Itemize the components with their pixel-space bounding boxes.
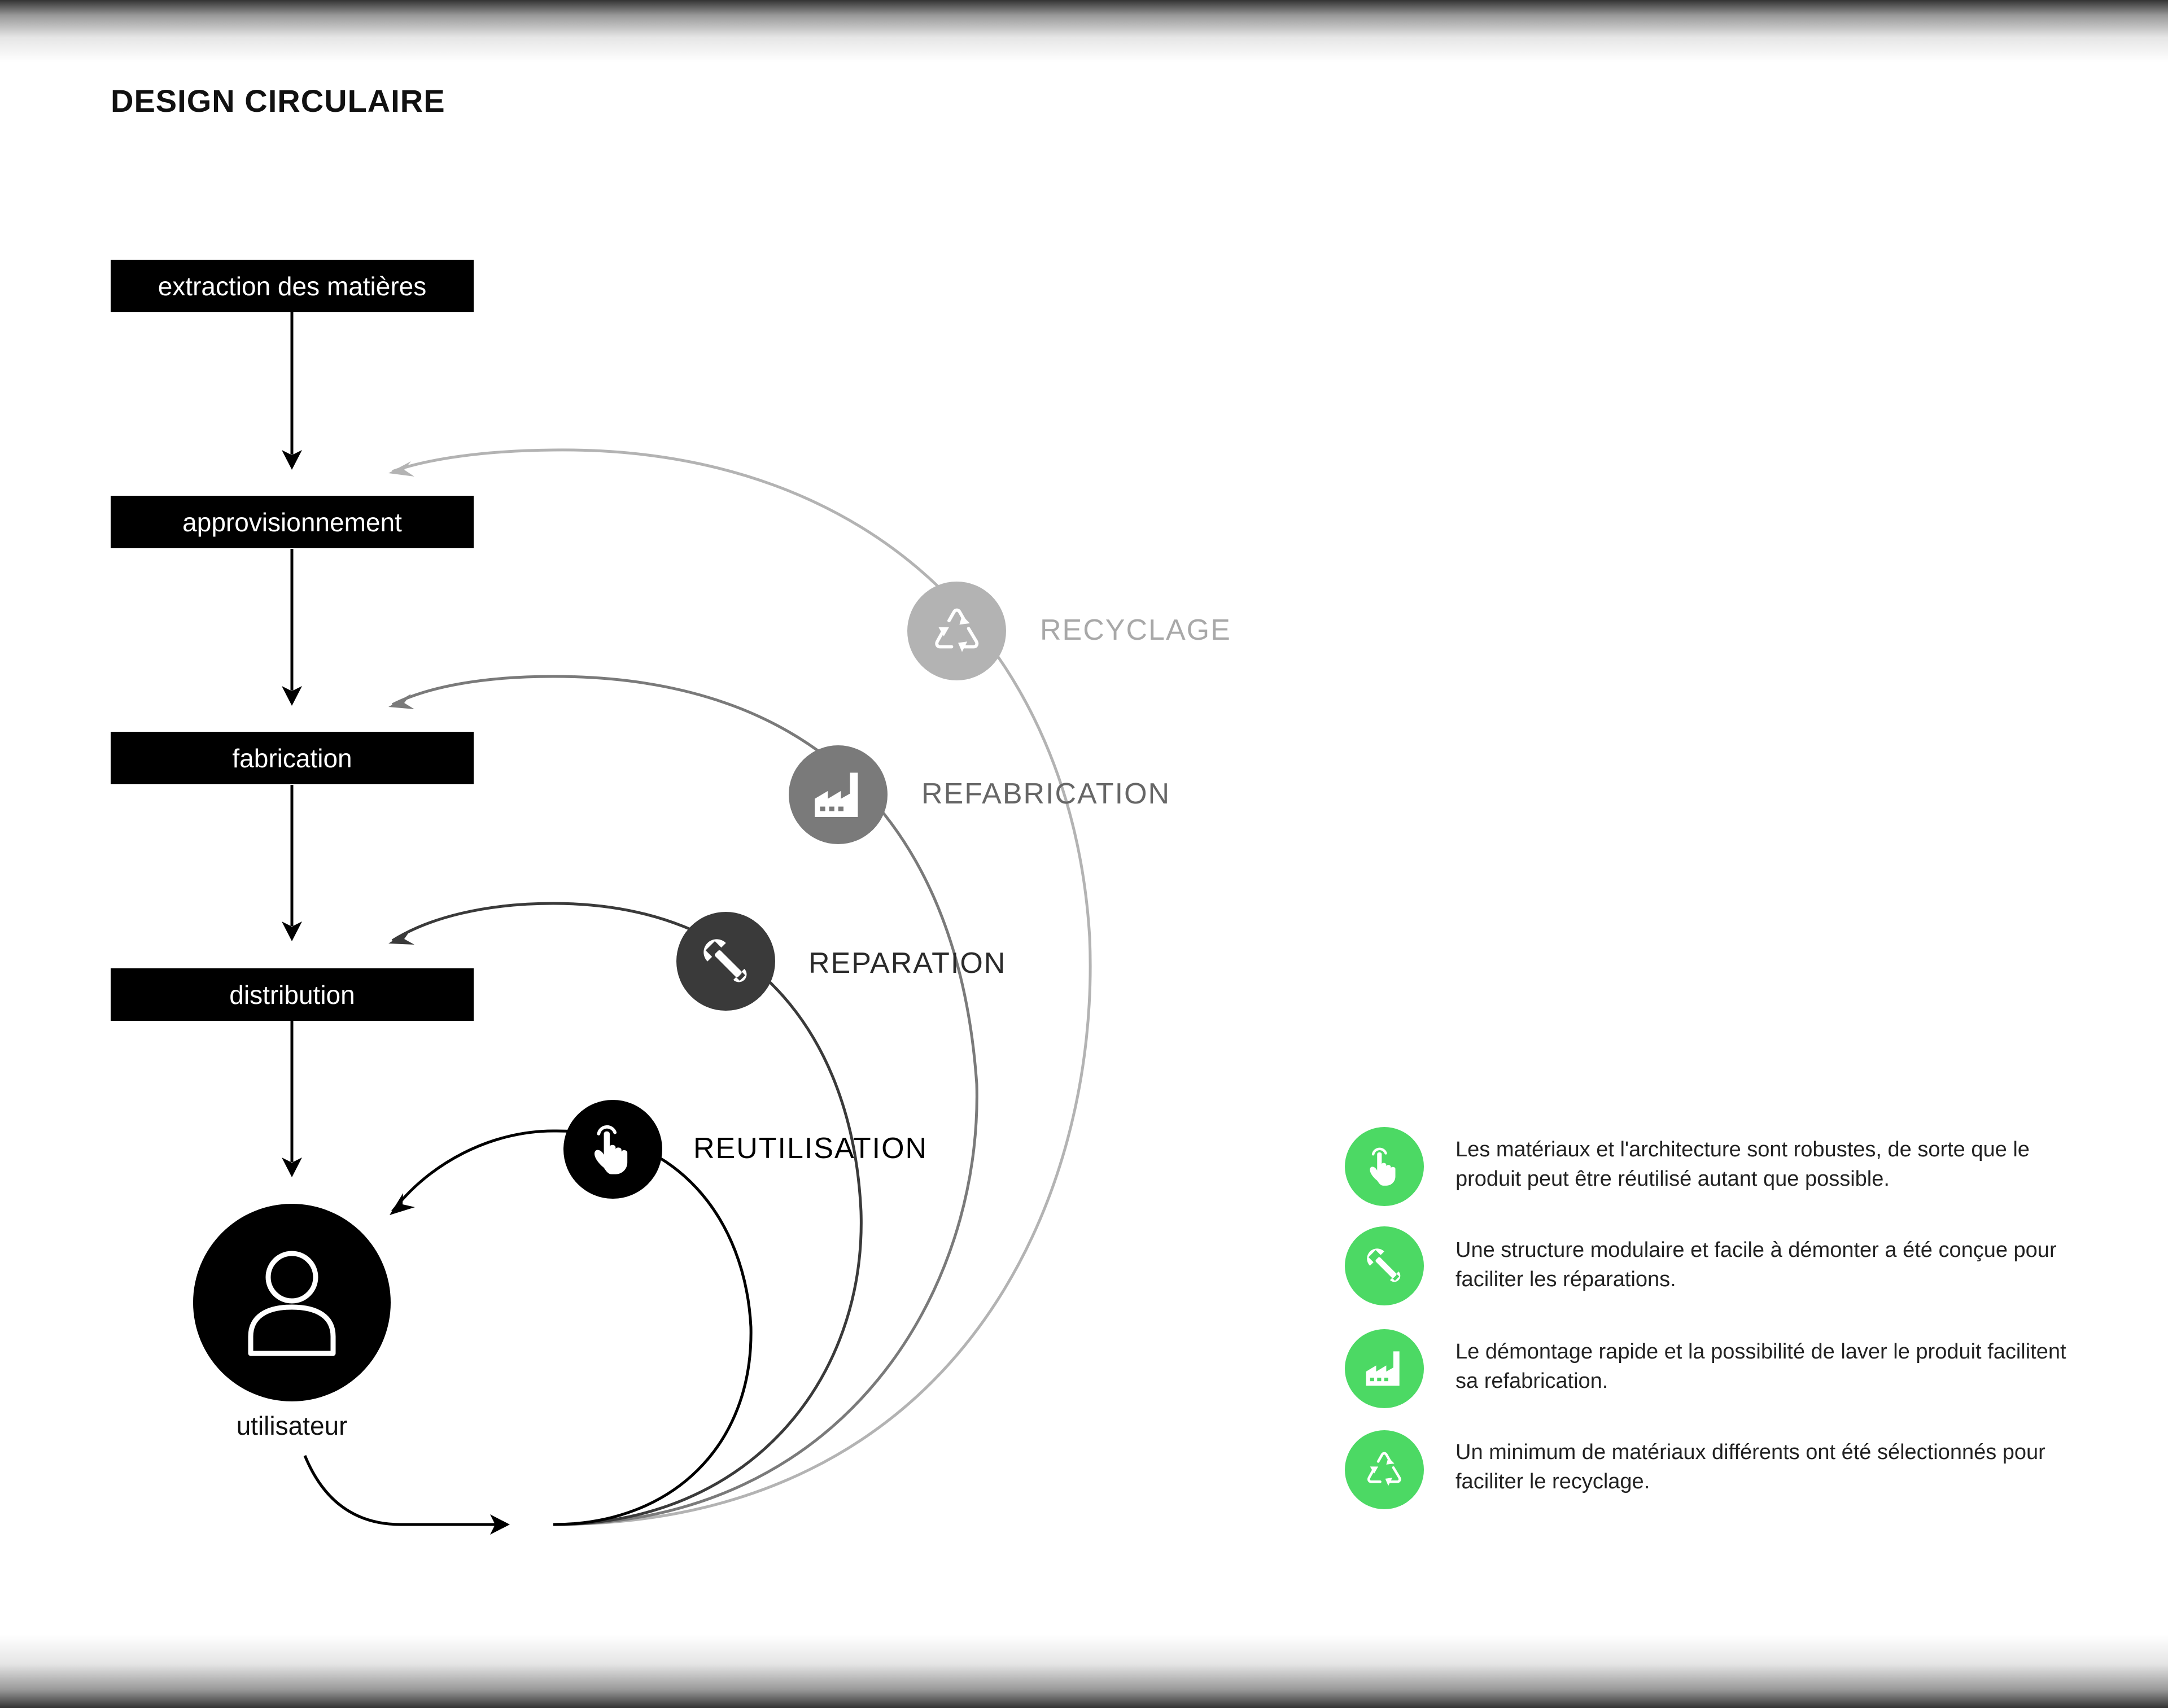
cycle-label-reutilisation: REUTILISATION: [693, 1132, 928, 1165]
cycle-icon-reparation: [676, 912, 775, 1011]
step-fabrication: fabrication: [111, 732, 474, 784]
recycle-icon: [935, 608, 978, 652]
loop-arc-reutilisation: [391, 1129, 753, 1526]
step-approvisionnement: approvisionnement: [111, 496, 474, 548]
hand-pointer-icon: [1370, 1147, 1396, 1186]
hand-pointer-icon: [594, 1125, 627, 1174]
factory-icon: [814, 772, 858, 817]
recycle-icon: [1367, 1452, 1401, 1486]
loop-arrow-heads: [388, 461, 415, 1215]
user-avatar: [193, 1204, 391, 1401]
cycle-icon-reutilisation: [563, 1100, 662, 1199]
cycle-label-recyclage: RECYCLAGE: [1040, 614, 1231, 646]
legend-text-reparation: Une structure modulaire et facile à démo…: [1455, 1238, 2057, 1291]
wrench-icon: [703, 939, 747, 982]
factory-icon: [1366, 1351, 1400, 1386]
legend-icon-reutilisation: [1345, 1127, 1424, 1206]
loop-arc-recyclage: [392, 448, 1092, 1526]
loop-arc-reparation: [391, 902, 863, 1526]
arrow-user-to-loop-start-head: [490, 1514, 510, 1535]
cycle-label-refabrication: REFABRICATION: [921, 777, 1171, 810]
page-title: DESIGN CIRCULAIRE: [111, 83, 445, 119]
bottom-shadow-edge: [0, 1635, 2168, 1708]
legend-text-recyclage: Un minimum de matériaux différents ont é…: [1455, 1440, 2045, 1493]
user-icon: [248, 1251, 336, 1356]
user-label: utilisateur: [236, 1411, 348, 1440]
top-shadow-edge: [0, 0, 2168, 62]
cycle-icon-recyclage: [907, 582, 1006, 680]
arrow-user-to-loop-start: [303, 1455, 496, 1526]
wrench-icon: [1367, 1248, 1401, 1282]
legend-icon-refabrication: [1345, 1329, 1424, 1408]
legend-text-refabrication: Le démontage rapide et la possibilité de…: [1455, 1340, 2066, 1393]
legend-icon-recyclage: [1345, 1430, 1424, 1509]
legend-text-reutilisation: Les matériaux et l'architecture sont rob…: [1455, 1138, 2030, 1191]
vertical-arrow-heads: [282, 450, 302, 1177]
cycle-label-reparation: REPARATION: [808, 947, 1007, 980]
step-extraction: extraction des matières: [111, 260, 474, 312]
step-distribution: distribution: [111, 968, 474, 1021]
cycle-icon-refabrication: [789, 745, 888, 844]
loop-arc-refabrication: [391, 675, 978, 1526]
legend-icon-reparation: [1345, 1226, 1424, 1305]
